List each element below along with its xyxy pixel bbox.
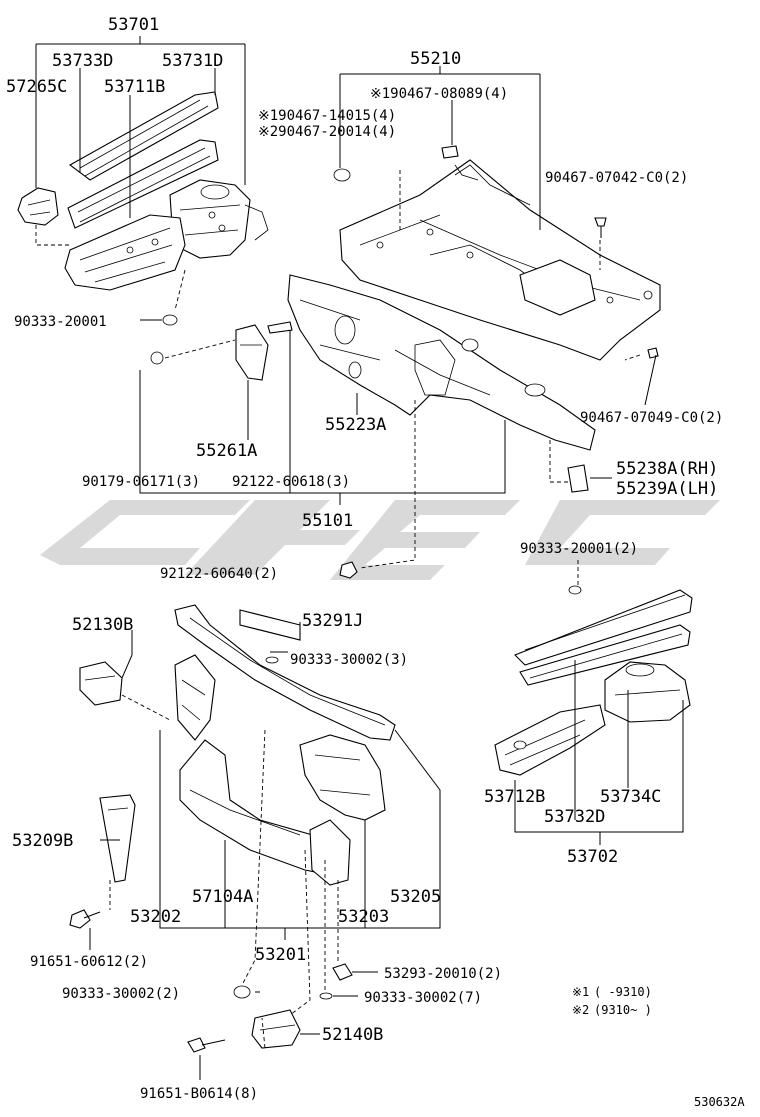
label-55101: 55101 <box>302 511 353 531</box>
drawing-id: 530632A <box>694 1095 745 1109</box>
label-55223A: 55223A <box>325 415 386 435</box>
label-57265C: 57265C <box>6 77 67 97</box>
label-90467-20014: ※290467-20014(4) <box>258 124 396 140</box>
label-53702: 53702 <box>567 847 618 867</box>
label-53701: 53701 <box>108 15 159 35</box>
legend-range-2: (9310~ ) <box>594 1003 652 1017</box>
watermark-logo <box>40 500 720 580</box>
legend-mark-2: ※2 <box>572 1003 589 1017</box>
legend-range-1: ( -9310) <box>594 985 652 999</box>
label-53205: 53205 <box>390 887 441 907</box>
label-52140B: 52140B <box>322 1025 383 1045</box>
label-53734C: 53734C <box>600 787 661 807</box>
cowl-side-assembly-53701 <box>17 91 269 291</box>
label-53712B: 53712B <box>484 787 545 807</box>
label-52130B: 52130B <box>72 615 133 635</box>
legend: ※1 ( -9310) ※2 (9310~ ) <box>572 985 652 1017</box>
leader-lines-53201 <box>89 622 441 1080</box>
label-90333-20001-2: 90333-20001(2) <box>520 541 638 557</box>
label-90467-07042: 90467-07042-C0(2) <box>545 170 688 186</box>
label-53203: 53203 <box>338 907 389 927</box>
label-53201: 53201 <box>255 945 306 965</box>
label-90333-30002-2: 90333-30002(2) <box>62 986 180 1002</box>
label-90467-14015: ※190467-14015(4) <box>258 108 396 124</box>
label-55210: 55210 <box>410 49 461 69</box>
label-53209B: 53209B <box>12 831 73 851</box>
label-91651-B0614: 91651-B0614(8) <box>140 1086 258 1102</box>
radiator-support-53201 <box>69 604 396 1053</box>
leader-lines-53702 <box>514 560 684 845</box>
label-90333-30002-3: 90333-30002(3) <box>290 652 408 668</box>
label-92122-60640: 92122-60640(2) <box>160 566 278 582</box>
label-55238A: 55238A(RH) <box>616 459 718 479</box>
legend-mark-1: ※1 <box>572 985 589 999</box>
dash-parts-55261A <box>150 321 293 381</box>
label-53732D: 53732D <box>544 807 605 827</box>
label-53291J: 53291J <box>302 611 363 631</box>
fasteners-55210 <box>333 145 659 493</box>
label-90333-30002-7: 90333-30002(7) <box>364 990 482 1006</box>
part-labels: 53701 53733D 53731D 57265C 53711B 90333-… <box>6 15 723 1102</box>
label-57104A: 57104A <box>192 887 253 907</box>
leader-lines-53701 <box>35 36 246 326</box>
label-55261A: 55261A <box>196 441 257 461</box>
leader-lines-55210 <box>139 66 657 579</box>
label-53733D: 53733D <box>52 51 113 71</box>
label-90467-08089: ※190467-08089(4) <box>370 86 508 102</box>
label-53711B: 53711B <box>104 77 165 97</box>
label-55239A: 55239A(LH) <box>616 479 718 499</box>
label-92122-60618: 92122-60618(3) <box>232 474 350 490</box>
label-91651-60612: 91651-60612(2) <box>30 954 148 970</box>
label-90467-07049: 90467-07049-C0(2) <box>580 410 723 426</box>
label-53293-20010: 53293-20010(2) <box>384 966 502 982</box>
label-53731D: 53731D <box>162 51 223 71</box>
dash-panel-insulator-55223A <box>287 274 596 451</box>
label-53202: 53202 <box>130 907 181 927</box>
label-90179-06171: 90179-06171(3) <box>82 474 200 490</box>
cowl-side-assembly-53702 <box>494 585 693 776</box>
label-90333-20001: 90333-20001 <box>14 314 107 330</box>
